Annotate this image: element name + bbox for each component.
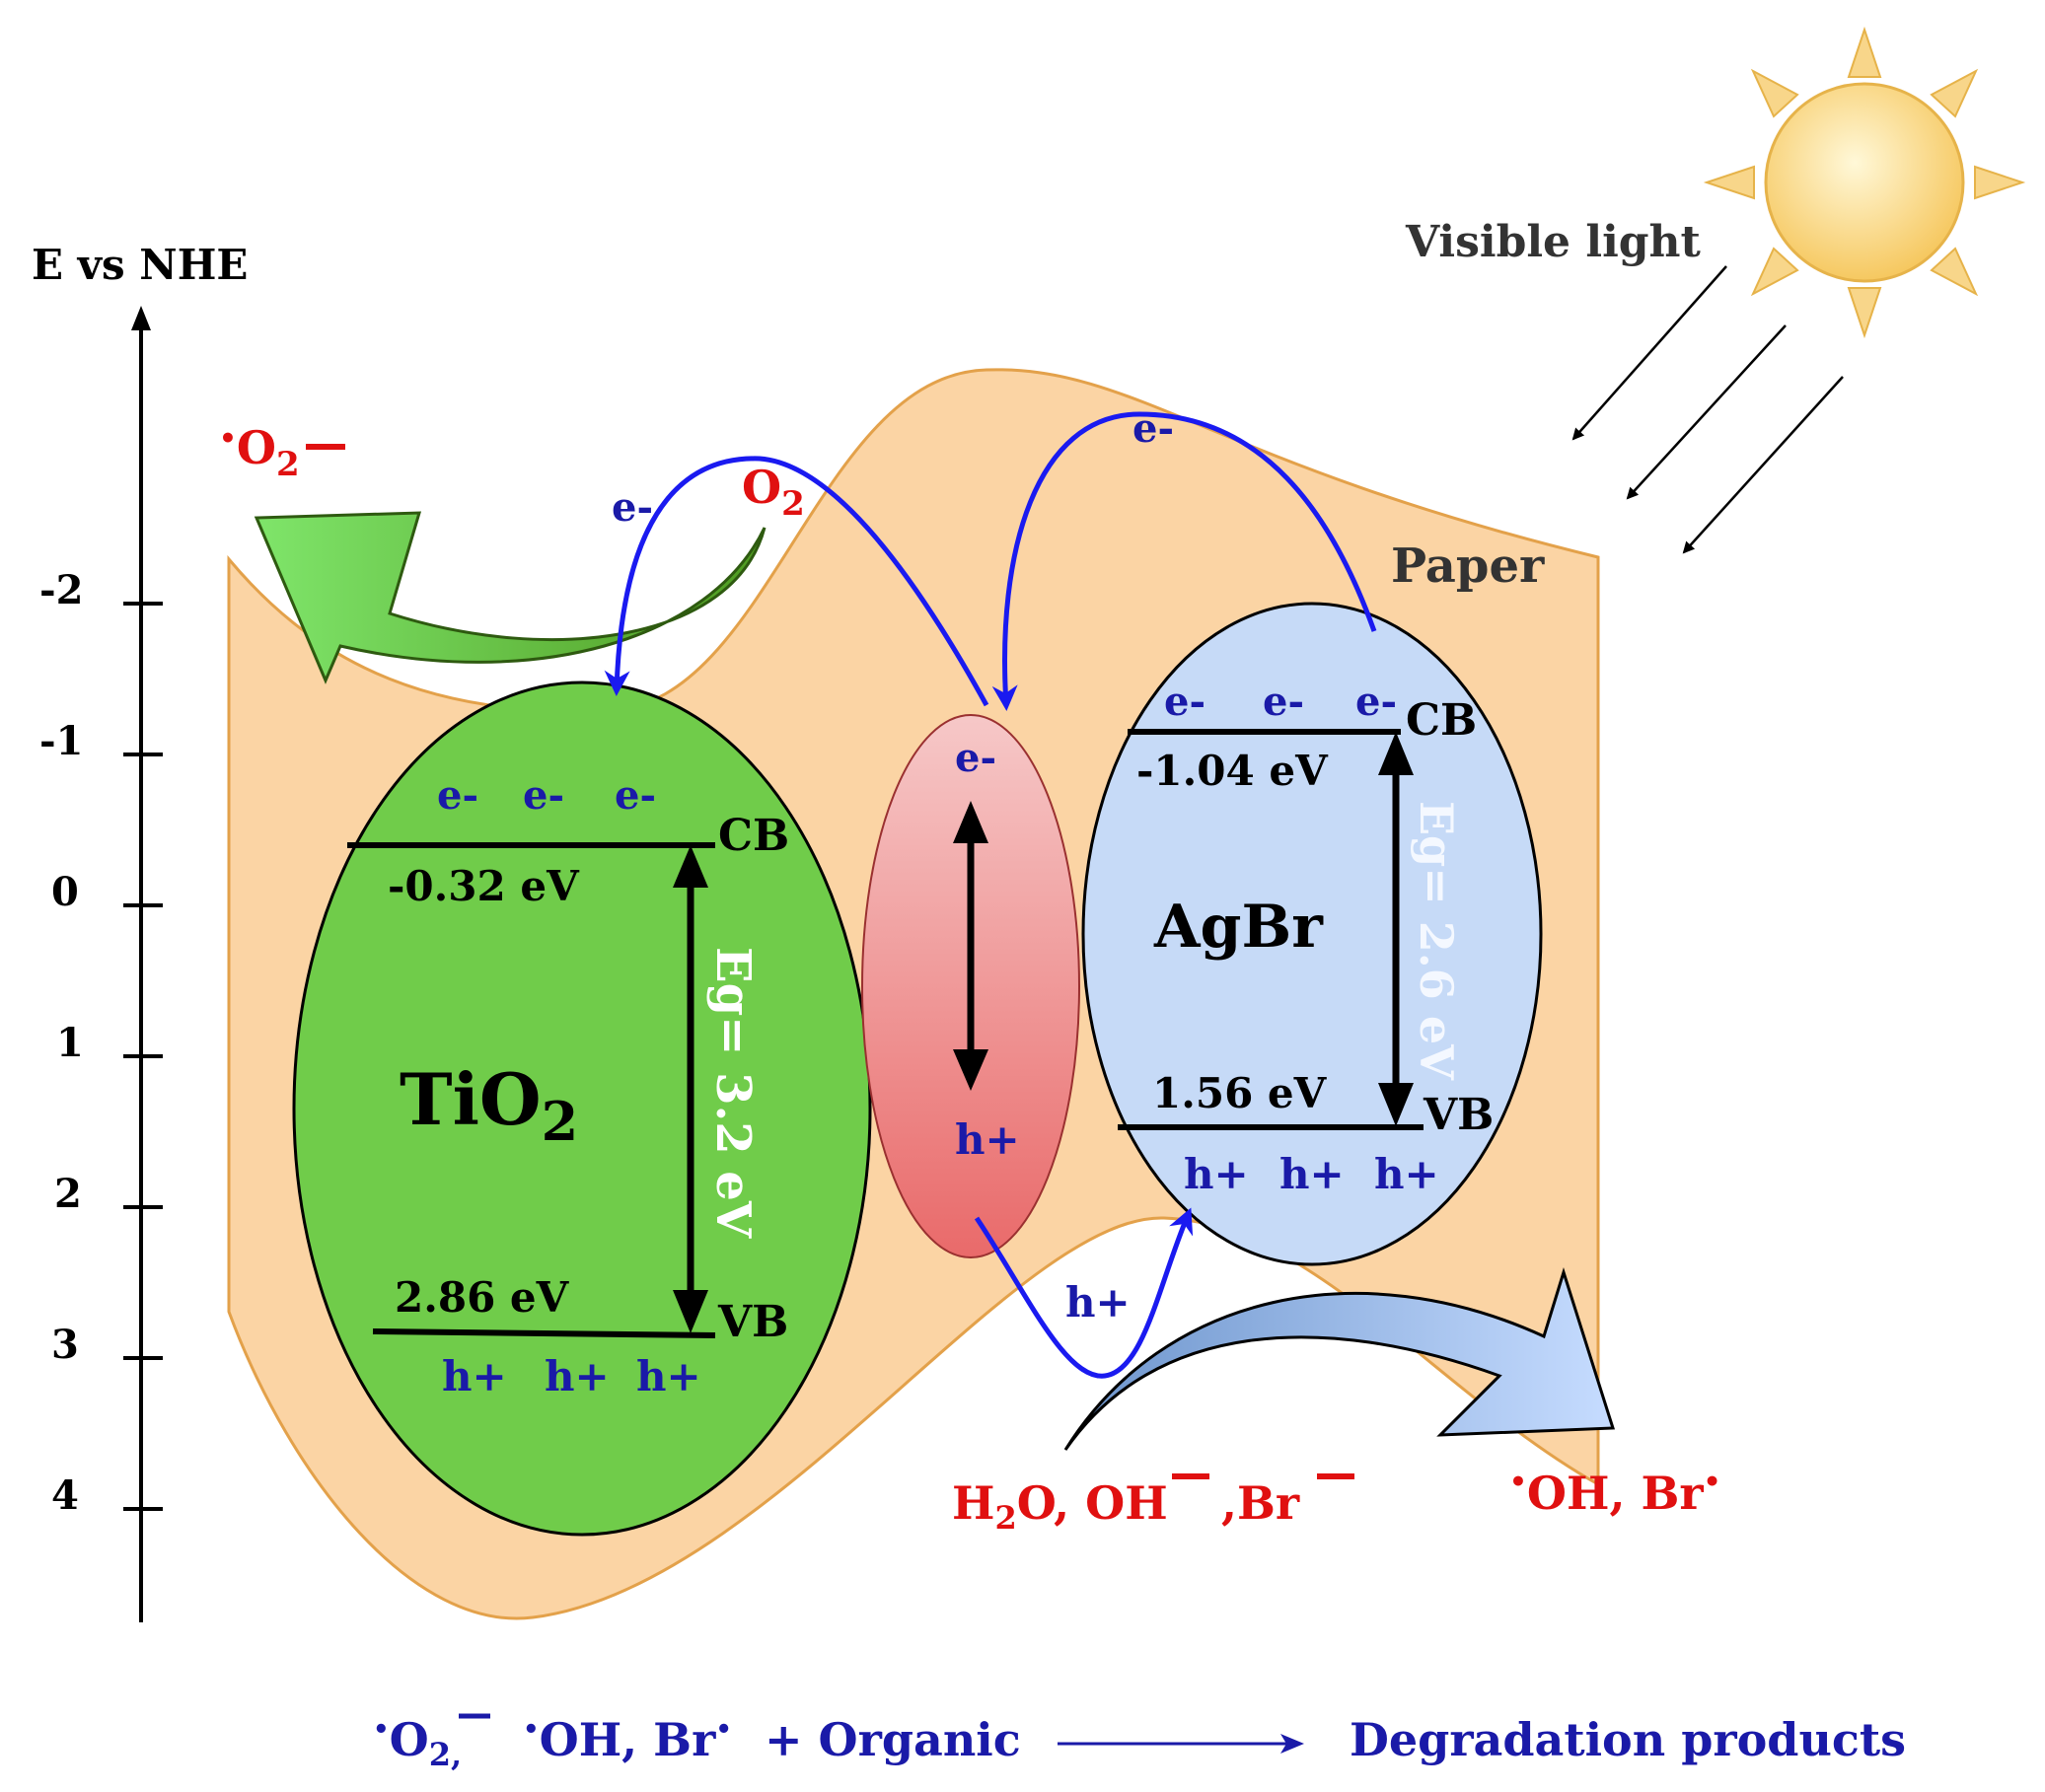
agbr-cb-value: -1.04 eV — [1136, 747, 1329, 795]
tio2-bandgap-label: Eg= 3.2 eV — [705, 947, 761, 1239]
tio2-cb-label: CB — [718, 811, 789, 861]
junction-hole: h+ — [955, 1115, 1020, 1164]
sun-icon — [1703, 26, 2026, 339]
tio2-hole: h+ — [545, 1352, 610, 1400]
agbr-cb-label: CB — [1406, 695, 1477, 746]
radicals-label: •OH, Br• — [1509, 1466, 1721, 1520]
equation-superoxide: •O2, — [373, 1713, 462, 1773]
hole-transfer-arrow — [974, 1207, 1194, 1379]
superoxide-arrow — [254, 511, 767, 684]
energy-axis — [123, 306, 163, 1622]
axis-tick-label: 1 — [56, 1020, 84, 1066]
tio2-name: TiO2 — [400, 1057, 578, 1153]
oxygen-label: O2 — [742, 461, 805, 524]
equation-products: Degradation products — [1350, 1713, 1906, 1766]
axis-tick-label: 3 — [51, 1322, 79, 1368]
junction-double-arrow — [953, 801, 988, 1091]
equation-radicals: •OH, Br• — [523, 1713, 732, 1766]
agbr-vb-label: VB — [1423, 1090, 1494, 1140]
electron-transfer-arrow-left — [604, 456, 989, 707]
reactants-label: H2O, OH — [952, 1476, 1168, 1537]
tio2-vb-line — [372, 1328, 716, 1338]
tio2-electron: e- — [437, 772, 478, 819]
agbr-particle — [1081, 602, 1543, 1266]
axis-tick-label: 0 — [51, 869, 79, 915]
tio2-electron: e- — [615, 772, 656, 819]
agbr-electron: e- — [1164, 679, 1205, 725]
axis-tick-label: 4 — [51, 1472, 79, 1519]
equation-organic: + Organic — [765, 1713, 1021, 1766]
tio2-bandgap-arrow — [673, 845, 708, 1333]
agbr-electron: e- — [1355, 679, 1397, 725]
electron-label: e- — [612, 484, 653, 531]
axis-tick-label: 2 — [54, 1171, 82, 1217]
agbr-hole: h+ — [1184, 1150, 1249, 1198]
bromide-label: ,Br — [1221, 1476, 1300, 1530]
agbr-vb-value: 1.56 eV — [1152, 1069, 1328, 1117]
agbr-hole: h+ — [1279, 1150, 1345, 1198]
agbr-hole: h+ — [1374, 1150, 1439, 1198]
superoxide-label: •O2 — [219, 421, 300, 484]
tio2-hole: h+ — [636, 1352, 701, 1400]
agbr-electron: e- — [1263, 679, 1304, 725]
visible-light-label: Visible light — [1405, 217, 1702, 267]
hole-label: h+ — [1065, 1278, 1131, 1326]
axis-title: E vs NHE — [32, 241, 248, 289]
electron-label: e- — [1132, 405, 1174, 452]
paper-label: Paper — [1391, 538, 1545, 594]
agbr-name: AgBr — [1153, 893, 1324, 962]
light-rays — [1571, 265, 1844, 554]
tio2-cb-value: -0.32 eV — [388, 862, 580, 910]
axis-tick-label: -1 — [39, 718, 83, 764]
axis-tick-label: -2 — [39, 567, 83, 613]
tio2-hole: h+ — [442, 1352, 507, 1400]
radical-arrow — [1063, 1266, 1616, 1451]
tio2-particle — [292, 681, 872, 1537]
tio2-vb-label: VB — [717, 1297, 788, 1347]
agbr-bandgap-arrow — [1378, 732, 1414, 1126]
agbr-bandgap-label: Eg= 2.6 eV — [1410, 801, 1463, 1081]
tio2-vb-value: 2.86 eV — [395, 1273, 570, 1322]
tio2-electron: e- — [523, 772, 564, 819]
junction-electron: e- — [955, 735, 996, 781]
electron-transfer-arrow-right — [991, 411, 1377, 711]
